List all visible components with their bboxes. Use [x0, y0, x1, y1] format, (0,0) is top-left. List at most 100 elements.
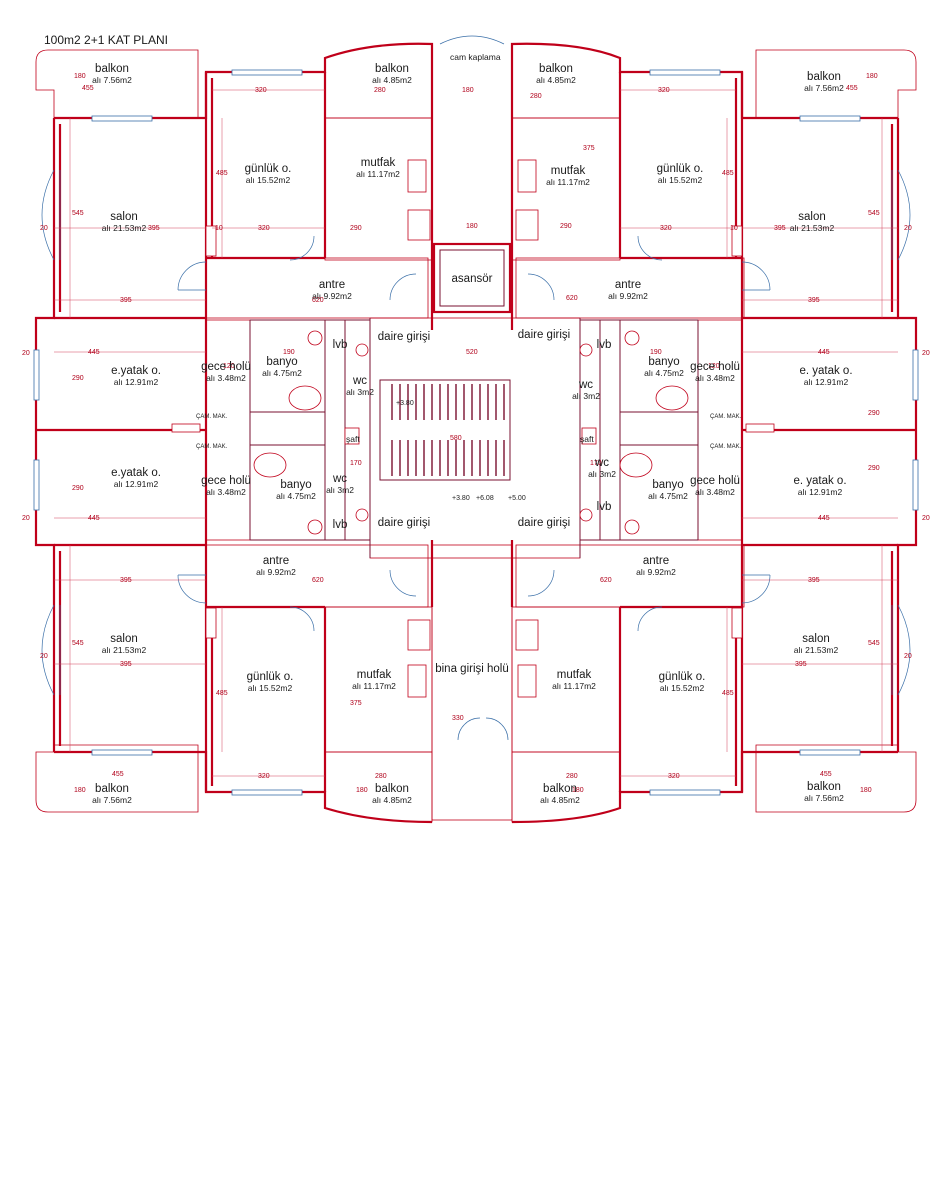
room-name: lvb [597, 339, 612, 351]
svg-text:20: 20 [904, 653, 912, 660]
svg-text:485: 485 [722, 170, 734, 177]
room-area: alı 21.53m2 [794, 645, 839, 655]
svg-text:180: 180 [74, 787, 86, 794]
room-name: bina girişi holü [435, 663, 509, 675]
room-name: balkon [95, 783, 129, 795]
room-area: alı 3m2 [588, 469, 616, 479]
room-name: banyo [652, 479, 683, 491]
room-name: balkon [807, 781, 841, 793]
svg-text:cam kaplama: cam kaplama [450, 52, 501, 62]
room-name: wc [352, 375, 367, 387]
svg-text:545: 545 [868, 210, 880, 217]
room-name: gece holü [201, 361, 251, 373]
svg-text:190: 190 [283, 349, 295, 356]
room-area: alı 4.75m2 [276, 491, 316, 501]
svg-text:580: 580 [450, 435, 462, 442]
dimension-labels: 455 455 455 455 320 320 320 320 320 320 … [22, 73, 930, 794]
svg-text:620: 620 [312, 297, 324, 304]
svg-text:280: 280 [375, 773, 387, 780]
svg-text:545: 545 [868, 640, 880, 647]
room-name: lvb [333, 519, 348, 531]
room-area: alı 11.17m2 [546, 177, 590, 187]
svg-text:455: 455 [846, 85, 858, 92]
room-name: günlük o. [245, 163, 292, 175]
room-name: banyo [648, 356, 679, 368]
svg-text:395: 395 [808, 297, 820, 304]
svg-text:170: 170 [590, 460, 602, 467]
walls [34, 42, 918, 824]
room-name: gece holü [201, 475, 251, 487]
plan-title: 100m2 2+1 KAT PLANI [44, 33, 168, 47]
room-name: antre [319, 279, 345, 291]
svg-text:ÇAM. MAK.: ÇAM. MAK. [710, 444, 742, 450]
svg-text:395: 395 [120, 577, 132, 584]
room-name: antre [615, 279, 641, 291]
room-name: antre [263, 555, 289, 567]
balcony-bot-left-floor [35, 744, 199, 813]
svg-text:620: 620 [600, 577, 612, 584]
room-name: mutfak [357, 669, 392, 681]
gece-hol-left-floor [205, 319, 251, 541]
svg-text:10: 10 [730, 225, 738, 232]
room-area: alı 3m2 [572, 391, 600, 401]
room-name: salon [802, 633, 830, 645]
room-area: alı 11.17m2 [352, 681, 396, 691]
room-area: alı 12.91m2 [798, 487, 843, 497]
svg-text:375: 375 [583, 145, 595, 152]
svg-text:280: 280 [566, 773, 578, 780]
room-area: alı 7.56m2 [92, 75, 132, 85]
room-area: alı 11.17m2 [552, 681, 596, 691]
room-name: wc [578, 379, 593, 391]
svg-text:445: 445 [88, 349, 100, 356]
svg-text:20: 20 [40, 653, 48, 660]
room-name: balkon [375, 63, 409, 75]
svg-text:395: 395 [120, 661, 132, 668]
room-name: salon [110, 211, 138, 223]
room-name: daire girişi [518, 329, 570, 341]
tiled-areas [35, 43, 917, 823]
room-area: alı 3.48m2 [695, 373, 735, 383]
svg-text:120: 120 [223, 363, 235, 370]
room-name: salon [798, 211, 826, 223]
svg-text:180: 180 [466, 223, 478, 230]
room-area: alı 11.17m2 [356, 169, 400, 179]
balcony-top-right-floor [755, 49, 917, 119]
svg-text:+5.00: +5.00 [508, 495, 526, 502]
room-area: alı 15.52m2 [246, 175, 291, 185]
svg-text:320: 320 [668, 773, 680, 780]
room-area: alı 9.92m2 [312, 291, 352, 301]
room-name: wc [594, 457, 609, 469]
svg-text:180: 180 [462, 87, 474, 94]
svg-text:290: 290 [560, 223, 572, 230]
svg-text:ÇAM. MAK.: ÇAM. MAK. [196, 444, 228, 450]
svg-text:395: 395 [795, 661, 807, 668]
svg-text:395: 395 [808, 577, 820, 584]
room-name: günlük o. [659, 671, 706, 683]
room-area: alı 4.85m2 [536, 75, 576, 85]
svg-text:280: 280 [530, 93, 542, 100]
svg-text:545: 545 [72, 640, 84, 647]
svg-text:170: 170 [350, 460, 362, 467]
room-name: daire girişi [518, 517, 570, 529]
svg-text:485: 485 [216, 690, 228, 697]
room-name: balkon [539, 63, 573, 75]
room-area: alı 15.52m2 [660, 683, 705, 693]
svg-text:290: 290 [72, 375, 84, 382]
svg-text:190: 190 [650, 349, 662, 356]
room-name: antre [643, 555, 669, 567]
room-name: banyo [266, 356, 297, 368]
room-area: alı 7.56m2 [804, 83, 844, 93]
room-name: mutfak [557, 669, 592, 681]
room-area: alı 15.52m2 [248, 683, 293, 693]
room-name: wc [332, 473, 347, 485]
svg-text:+3.80: +3.80 [396, 400, 414, 407]
room-area: alı 7.56m2 [92, 795, 132, 805]
room-area: alı 21.53m2 [102, 645, 147, 655]
svg-text:20: 20 [922, 515, 930, 522]
room-name: banyo [280, 479, 311, 491]
small-labels: cam kaplama ÇAM. MAK. ÇAM. MAK. ÇAM. MAK… [196, 52, 742, 450]
svg-text:455: 455 [112, 771, 124, 778]
svg-text:485: 485 [216, 170, 228, 177]
room-name: daire girişi [378, 517, 430, 529]
